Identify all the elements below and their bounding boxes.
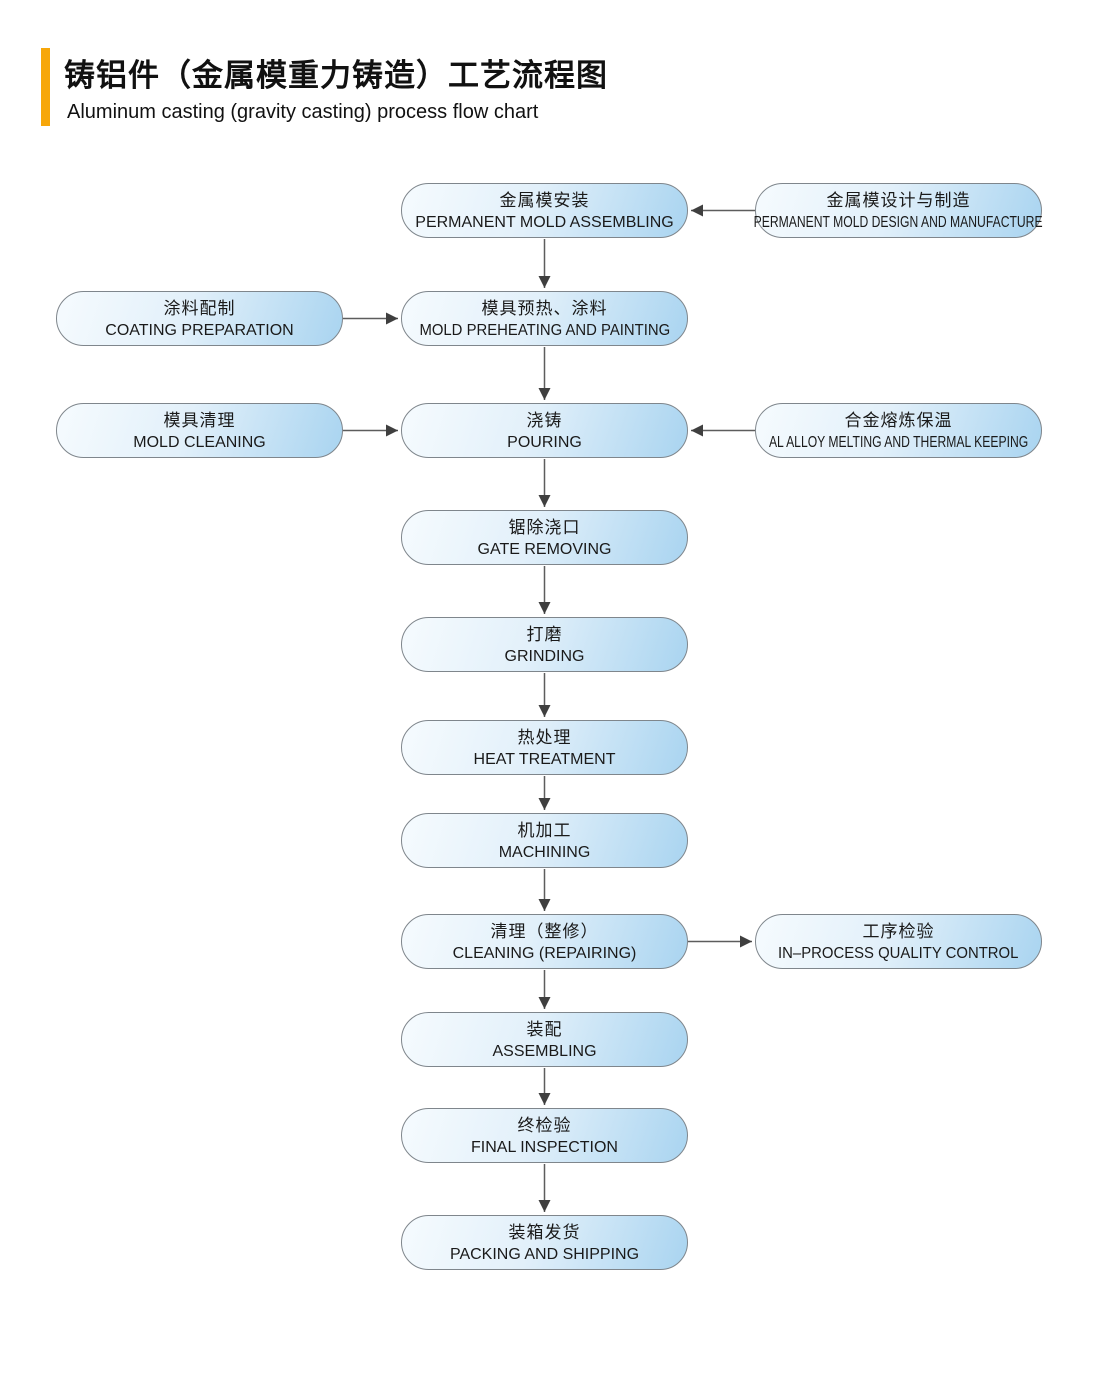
node-grinding: 打磨 GRINDING xyxy=(401,617,688,672)
node-pouring: 浇铸 POURING xyxy=(401,403,688,458)
node-label-zh: 模具清理 xyxy=(163,410,236,430)
node-label-zh: 模具预热、涂料 xyxy=(481,298,608,318)
node-label-en: MACHINING xyxy=(498,843,591,861)
node-label-zh: 合金熔炼保温 xyxy=(844,410,953,430)
node-label-en: PERMANENT MOLD ASSEMBLING xyxy=(415,213,674,231)
node-label-en: COATING PREPARATION xyxy=(105,321,294,339)
node-label-zh: 装配 xyxy=(526,1019,563,1039)
node-cleaning-repairing: 清理（整修） CLEANING (REPAIRING) xyxy=(401,914,688,969)
node-label-en: HEAT TREATMENT xyxy=(473,750,616,768)
node-packing-and-shipping: 装箱发货 PACKING AND SHIPPING xyxy=(401,1215,688,1270)
node-label-zh: 涂料配制 xyxy=(163,298,236,318)
node-in-process-quality-control: 工序检验 IN–PROCESS QUALITY CONTROL xyxy=(755,914,1042,969)
node-gate-removing: 锯除浇口 GATE REMOVING xyxy=(401,510,688,565)
node-final-inspection: 终检验 FINAL INSPECTION xyxy=(401,1108,688,1163)
node-heat-treatment: 热处理 HEAT TREATMENT xyxy=(401,720,688,775)
node-label-en: AL ALLOY MELTING AND THERMAL KEEPING xyxy=(768,433,1029,451)
node-al-alloy-melting-and-thermal-keeping: 合金熔炼保温 AL ALLOY MELTING AND THERMAL KEEP… xyxy=(755,403,1042,458)
node-label-en: MOLD PREHEATING AND PAINTING xyxy=(419,321,670,339)
node-label-zh: 机加工 xyxy=(517,820,572,840)
node-label-en: IN–PROCESS QUALITY CONTROL xyxy=(778,944,1019,962)
node-label-en: MOLD CLEANING xyxy=(133,433,266,451)
node-mold-cleaning: 模具清理 MOLD CLEANING xyxy=(56,403,343,458)
node-permanent-mold-assembling: 金属模安装 PERMANENT MOLD ASSEMBLING xyxy=(401,183,688,238)
node-label-zh: 工序检验 xyxy=(862,921,935,941)
node-machining: 机加工 MACHINING xyxy=(401,813,688,868)
node-label-zh: 终检验 xyxy=(517,1115,572,1135)
node-label-zh: 打磨 xyxy=(526,624,563,644)
node-permanent-mold-design-and-manufacture: 金属模设计与制造 PERMANENT MOLD DESIGN AND MANUF… xyxy=(754,183,1043,238)
node-label-zh: 金属模安装 xyxy=(499,190,590,210)
title-accent-bar xyxy=(41,48,50,126)
node-label-en: POURING xyxy=(507,433,582,451)
page-title-en: Aluminum casting (gravity casting) proce… xyxy=(67,101,539,123)
node-label-zh: 浇铸 xyxy=(526,410,563,430)
node-label-en: FINAL INSPECTION xyxy=(471,1138,618,1156)
page-title-zh: 铸铝件（金属模重力铸造）工艺流程图 xyxy=(64,58,608,93)
node-label-en: GATE REMOVING xyxy=(477,540,612,558)
node-label-zh: 清理（整修） xyxy=(490,921,599,941)
node-label-zh: 热处理 xyxy=(517,727,572,747)
node-label-en: PACKING AND SHIPPING xyxy=(449,1245,640,1263)
node-coating-preparation: 涂料配制 COATING PREPARATION xyxy=(56,291,343,346)
node-assembling: 装配 ASSEMBLING xyxy=(401,1012,688,1067)
node-mold-preheating-and-painting: 模具预热、涂料 MOLD PREHEATING AND PAINTING xyxy=(401,291,688,346)
node-label-en: GRINDING xyxy=(504,647,585,665)
node-label-en: PERMANENT MOLD DESIGN AND MANUFACTURE xyxy=(754,213,1043,231)
node-label-en: CLEANING (REPAIRING) xyxy=(452,944,637,962)
node-label-zh: 锯除浇口 xyxy=(508,517,581,537)
node-label-zh: 金属模设计与制造 xyxy=(826,190,971,210)
node-label-en: ASSEMBLING xyxy=(492,1042,597,1060)
node-label-zh: 装箱发货 xyxy=(508,1222,581,1242)
